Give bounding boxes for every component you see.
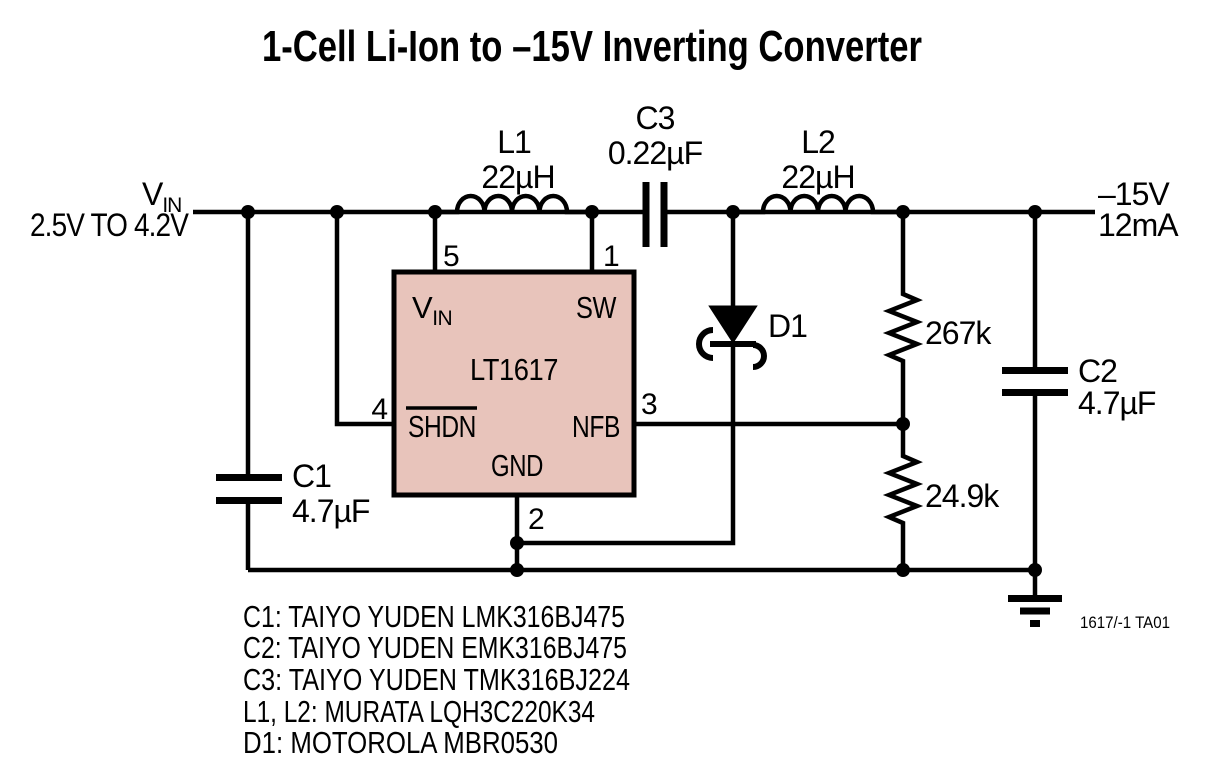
- c1-value-label: 4.7µF: [292, 493, 370, 529]
- parts-list-line: D1: MOTOROLA MBR0530: [243, 725, 558, 760]
- input-vin-label-sub: IN: [162, 194, 181, 217]
- ic-pin-vin-label-main: V: [412, 290, 433, 325]
- input-terminal: VIN 2.5V TO 4.2V: [30, 176, 190, 243]
- c2-ref-label: C2: [1078, 353, 1117, 389]
- input-vin-label: VIN: [142, 176, 181, 217]
- capacitor-c2: C2 4.7µF: [1002, 353, 1157, 421]
- c3-plates: [642, 182, 668, 247]
- junction-dot: [241, 205, 255, 219]
- ic-pin-nfb-label: NFB: [572, 409, 620, 444]
- capacitor-c3: C3 0.22µF: [608, 100, 704, 247]
- parts-list-line: C3: TAIYO YUDEN TMK316BJ224: [243, 662, 630, 697]
- c1-plates: [216, 474, 282, 504]
- pin-number-5: 5: [443, 240, 460, 273]
- resistor-267k: 267k: [882, 212, 993, 424]
- ic-pin-sw-label: SW: [576, 290, 617, 325]
- output-current-label: 12mA: [1098, 207, 1179, 243]
- c2-plates: [1002, 367, 1068, 396]
- l1-coil: [435, 193, 592, 215]
- junction-dot: [510, 563, 524, 577]
- parts-list-line: C2: TAIYO YUDEN EMK316BJ475: [243, 630, 627, 665]
- junction-dot: [896, 205, 910, 219]
- figure-code: 1617/-1 TA01: [1080, 613, 1170, 632]
- page-title: 1-Cell Li-Ion to –15V Inverting Converte…: [262, 22, 922, 71]
- pin-number-4: 4: [371, 393, 388, 426]
- ic-part-label: LT1617: [470, 352, 558, 387]
- pin-number-3: 3: [641, 388, 658, 421]
- input-vin-label-main: V: [142, 176, 164, 212]
- r24k9-zigzag: [882, 424, 924, 570]
- l1-ref-label: L1: [497, 124, 531, 160]
- d1-ref-label: D1: [768, 308, 807, 344]
- output-voltage-label: –15V: [1098, 176, 1170, 212]
- junction-dot: [726, 205, 740, 219]
- parts-list-line: C1: TAIYO YUDEN LMK316BJ475: [243, 599, 625, 634]
- inductor-l2: L2 22µH: [733, 124, 903, 215]
- junction-dot: [428, 205, 442, 219]
- ic-pin-vin-label-sub: IN: [432, 307, 452, 330]
- junction-dots: [241, 205, 1042, 577]
- junction-dot: [896, 417, 910, 431]
- parts-list-line: L1, L2: MURATA LQH3C220K34: [243, 694, 595, 729]
- pin-number-1: 1: [603, 240, 620, 273]
- c3-ref-label: C3: [636, 100, 675, 136]
- ground-symbol: [1008, 570, 1062, 627]
- pin-number-2: 2: [528, 503, 545, 536]
- ic-pin-vin-label: VIN: [412, 290, 452, 330]
- parts-list: C1: TAIYO YUDEN LMK316BJ475 C2: TAIYO YU…: [243, 599, 630, 760]
- r267k-zigzag: [882, 212, 924, 424]
- junction-dot: [585, 205, 599, 219]
- l1-value-label: 22µH: [481, 159, 554, 195]
- ic-body: [391, 269, 637, 498]
- inductor-l1: L1 22µH: [435, 124, 592, 215]
- wire-shdn-branch: [334, 212, 394, 427]
- ic-lt1617: VIN SW LT1617 SHDN NFB GND 5 1 4 3 2: [371, 240, 657, 536]
- d1-schottky-hooks: [696, 327, 767, 370]
- input-range-label: 2.5V TO 4.2V: [30, 207, 189, 243]
- resistor-24k9: 24.9k: [882, 424, 1001, 570]
- d1-triangle: [708, 305, 758, 344]
- r267k-value-label: 267k: [925, 315, 992, 351]
- ic-pin-gnd-label: GND: [491, 448, 543, 483]
- l2-coil: [733, 193, 903, 215]
- l2-ref-label: L2: [801, 124, 835, 160]
- junction-dot: [1028, 563, 1042, 577]
- wire-d1-branch: [517, 212, 736, 546]
- ic-pin-shdn-label: SHDN: [408, 409, 476, 444]
- c2-value-label: 4.7µF: [1078, 385, 1156, 421]
- junction-dot: [1028, 205, 1042, 219]
- junction-dot: [896, 563, 910, 577]
- junction-dot: [510, 536, 524, 550]
- r24k9-value-label: 24.9k: [925, 478, 1000, 514]
- c1-ref-label: C1: [292, 458, 331, 494]
- output-terminal: –15V 12mA: [1098, 176, 1180, 243]
- l2-value-label: 22µH: [781, 159, 854, 195]
- junction-dot: [330, 205, 344, 219]
- diode-d1: D1: [696, 305, 808, 370]
- capacitor-c1: C1 4.7µF: [216, 458, 371, 529]
- c3-value-label: 0.22µF: [608, 135, 703, 171]
